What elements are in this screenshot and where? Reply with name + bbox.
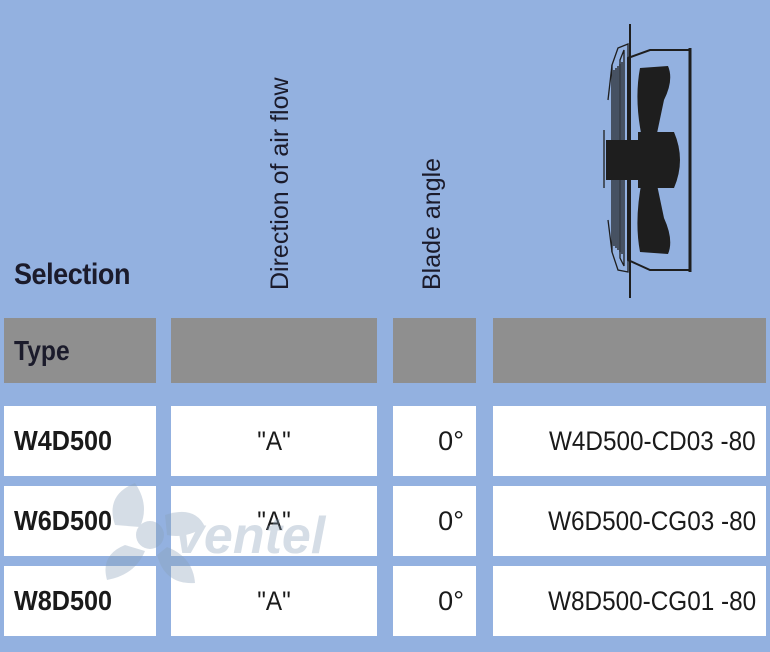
direction-cell: "A": [171, 406, 377, 476]
type-header-cell-angle: [393, 318, 476, 383]
blade-angle-header: Blade angle: [418, 157, 446, 290]
angle-cell: 0°: [393, 406, 476, 476]
table-row: W8D500: [4, 566, 156, 636]
direction-header: Direction of air flow: [266, 77, 294, 290]
type-header-cell-model: [493, 318, 766, 383]
model-cell: W6D500-CG03 -80: [493, 486, 766, 556]
angle-cell: 0°: [393, 486, 476, 556]
type-cell: W6D500: [14, 505, 113, 536]
axial-fan-side-view-icon: [590, 20, 710, 298]
type-header-cell-direction: [171, 318, 377, 383]
model-cell: W8D500-CG01 -80: [493, 566, 766, 636]
table-row: W6D500: [4, 486, 156, 556]
table-row: W4D500: [4, 406, 156, 476]
type-label: Type: [14, 334, 70, 366]
model-cell: W4D500-CD03 -80: [493, 406, 766, 476]
type-cell: W8D500: [14, 585, 113, 616]
type-cell: W4D500: [14, 425, 113, 456]
type-header-cell: Type: [4, 318, 156, 383]
direction-cell: "A": [171, 486, 377, 556]
selection-title: Selection: [14, 258, 130, 291]
angle-cell: 0°: [393, 566, 476, 636]
direction-cell: "A": [171, 566, 377, 636]
